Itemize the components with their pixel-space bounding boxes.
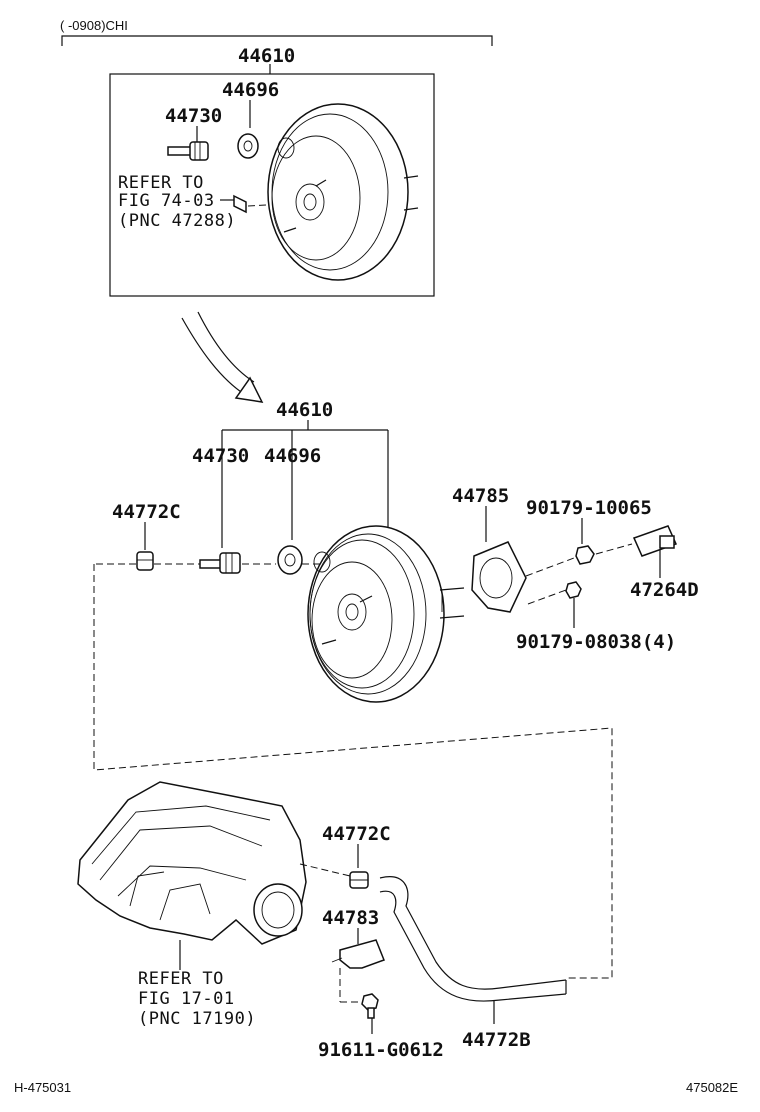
inset-label-44696: 44696: [222, 79, 279, 101]
inset-label-44730: 44730: [165, 105, 222, 127]
label-44772C-upper: 44772C: [112, 501, 181, 523]
intake-manifold: [77, 781, 307, 945]
label-44783: 44783: [322, 907, 379, 929]
hose-clip-upper: [136, 551, 154, 571]
manifold-refer-line1: REFER TO: [138, 969, 224, 989]
label-44696: 44696: [264, 445, 321, 467]
dash-manifold-clip: [299, 863, 351, 877]
brake-booster: [307, 525, 465, 703]
inset-check-valve: [167, 141, 209, 161]
nut-lower: [565, 581, 582, 599]
manifold-refer-line2: FIG 17-01: [138, 989, 235, 1009]
label-90179-10065: 90179-10065: [526, 497, 652, 519]
label-44730: 44730: [192, 445, 249, 467]
nut-upper: [575, 545, 595, 565]
inset-to-main-arrow: [181, 311, 264, 403]
label-90179-08038: 90179-08038(4): [516, 631, 676, 653]
label-44772C-lower: 44772C: [322, 823, 391, 845]
inset-refer-flag: [233, 194, 247, 214]
inset-refer-line2: FIG 74-03: [118, 191, 215, 211]
inset-label-44610: 44610: [238, 45, 295, 67]
hose-bracket: [331, 939, 385, 969]
leader-44610: [221, 420, 389, 548]
applicability-bracket: [61, 35, 493, 46]
label-47264D: 47264D: [630, 579, 699, 601]
gasket: [471, 541, 527, 613]
inset-grommet: [237, 133, 259, 159]
manifold-refer-line3: (PNC 17190): [138, 1009, 256, 1029]
inset-box: [109, 73, 435, 297]
footer-right-code: 475082E: [686, 1080, 738, 1095]
check-valve: [199, 552, 241, 574]
grommet: [277, 545, 303, 575]
hose-route-dash: [93, 564, 613, 979]
hose-clip-lower: [349, 871, 369, 889]
dash-gasket-nut: [525, 557, 575, 577]
dash-nut-clevis: [595, 543, 633, 555]
bolt: [361, 993, 379, 1019]
inset-refer-line3: (PNC 47288): [118, 211, 236, 231]
label-44772B: 44772B: [462, 1029, 531, 1051]
inset-brake-booster: [267, 103, 419, 281]
inset-refer-line1: REFER TO: [118, 173, 204, 193]
label-44610: 44610: [276, 399, 333, 421]
applicability-note: ( -0908)CHI: [60, 18, 128, 33]
dash-gasket-nut-lower: [527, 589, 567, 605]
label-44785: 44785: [452, 485, 509, 507]
label-91611-G0612: 91611-G0612: [318, 1039, 444, 1061]
footer-left-code: H-475031: [14, 1080, 71, 1095]
clevis: [632, 525, 678, 557]
vacuum-hose: [379, 876, 567, 1002]
